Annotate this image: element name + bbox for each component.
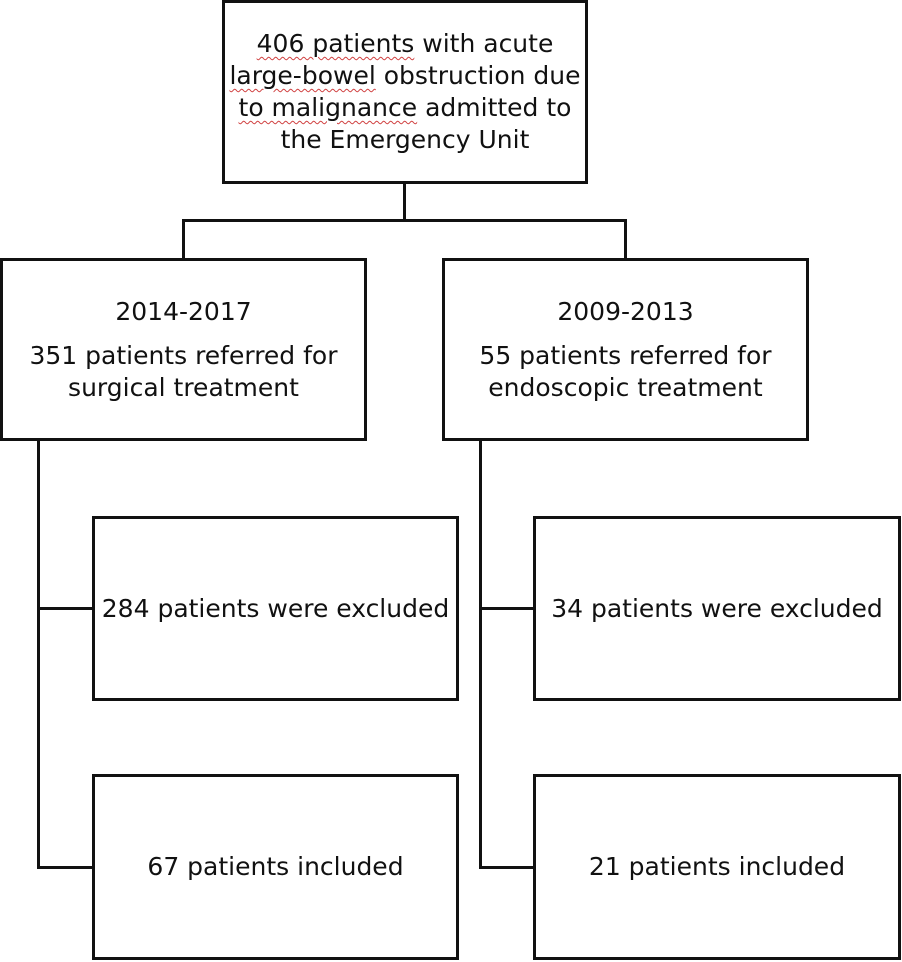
top-box-line-2-rest: obstruction due [375,61,581,90]
top-box-line-3-rest: admitted to [417,93,572,122]
box-total-patients: 406 patients with acute large-bowel obst… [222,0,588,184]
top-box-line-1-rest: with acute [414,29,554,58]
connector-right-drop [624,219,627,259]
top-box-line-1-marked: 406 patients [256,29,415,58]
box-surgical-group: 2014-2017 351 patients referred for surg… [0,258,367,441]
top-box-line-3-marked: to malignance [238,93,418,122]
connector-right-included [479,866,534,869]
top-box-line-4: the Emergency Unit [280,125,530,154]
top-box-line-2-marked: large-bowel [229,61,376,90]
endoscopic-included-text: 21 patients included [588,852,846,881]
surgical-period: 2014-2017 [115,296,252,326]
connector-left-excluded [37,607,93,610]
surgical-excluded-text: 284 patients were excluded [101,593,450,623]
connector-left-spine [37,440,40,869]
surgical-included-text: 67 patients included [147,852,404,881]
connector-top-vertical [403,184,406,221]
connector-right-spine [479,440,482,869]
connector-left-included [37,866,93,869]
surgical-line-1: 351 patients referred for [29,340,338,370]
connector-left-drop [182,219,185,259]
box-endoscopic-included: 21 patients included [533,774,901,960]
connector-right-excluded [479,607,534,610]
top-box-line-1: 406 patients with acute [257,28,554,60]
box-endoscopic-group: 2009-2013 55 patients referred for endos… [442,258,809,441]
box-surgical-excluded: 284 patients were excluded [92,516,459,701]
endoscopic-excluded-text: 34 patients were excluded [551,593,883,623]
endoscopic-line-2: endoscopic treatment [488,372,763,402]
endoscopic-line-1: 55 patients referred for [479,340,772,370]
top-box-line-2: large-bowel obstruction due [229,60,580,92]
endoscopic-period: 2009-2013 [557,296,694,326]
surgical-line-2: surgical treatment [68,372,299,402]
box-surgical-included: 67 patients included [92,774,459,960]
box-endoscopic-excluded: 34 patients were excluded [533,516,901,701]
top-box-line-3: to malignance admitted to [239,92,572,124]
connector-split-horizontal [182,219,627,222]
